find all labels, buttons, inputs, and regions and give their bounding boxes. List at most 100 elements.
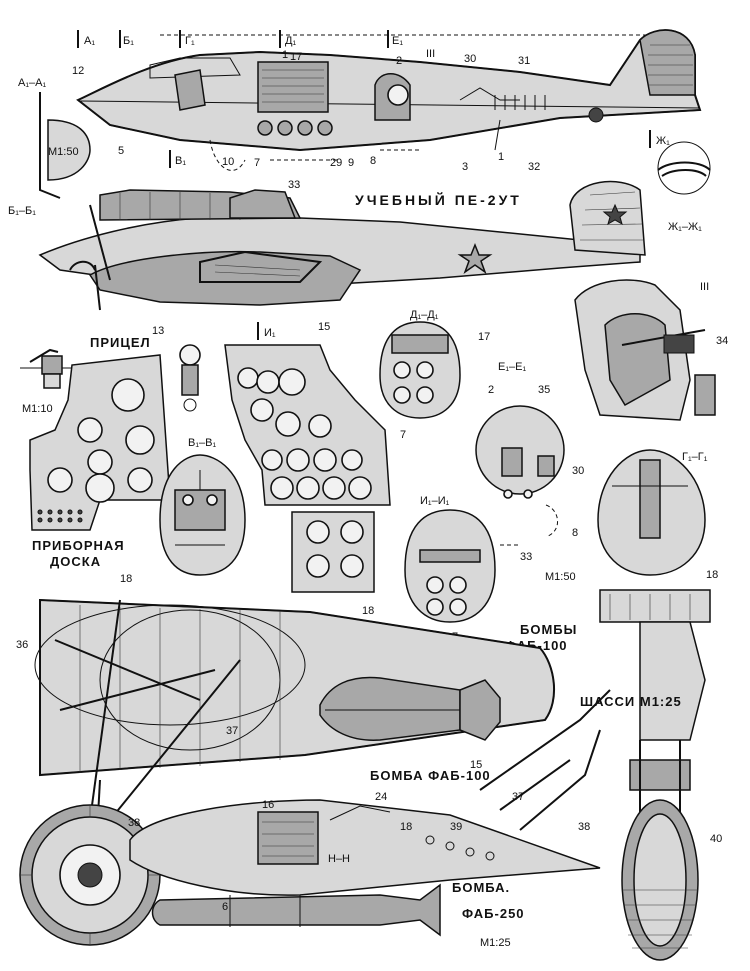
gauge-icon xyxy=(111,378,145,412)
cut-mark-g: Г₁ xyxy=(185,35,195,47)
callout-18a: 18 xyxy=(120,573,132,585)
bottom-scale: М1:25 xyxy=(480,937,511,949)
callout-24: 24 xyxy=(375,791,387,803)
callout-3: 3 xyxy=(462,161,468,173)
section-g1-detail: Г₁–Г₁ xyxy=(597,449,708,576)
section-i1-detail: И₁–И₁ 33 М1:50 7 xyxy=(404,495,576,643)
gauge-icon xyxy=(278,368,306,396)
panel-title-1: ПРИБОРНАЯ xyxy=(32,538,125,553)
callout-33: 33 xyxy=(288,179,300,191)
section-a1-title: А₁–А₁ xyxy=(18,77,47,89)
callout-15: 15 xyxy=(318,321,330,333)
callout-30: 30 xyxy=(464,53,476,65)
callout-30b: 30 xyxy=(572,465,584,477)
callout-1a: 1 xyxy=(282,49,288,61)
section-d1-detail: Д₁–Д₁ 17 7 xyxy=(379,309,490,441)
gauge-icon xyxy=(87,449,113,475)
section-roman-3: III xyxy=(700,281,709,293)
callout-7: 7 xyxy=(254,157,260,169)
gauge-icon xyxy=(322,476,346,500)
pricel-title: ПРИЦЕЛ xyxy=(90,335,151,350)
section-b1-title: Б₁–Б₁ xyxy=(8,205,36,217)
gauge-icon xyxy=(286,448,310,472)
nacelle-gear-detail xyxy=(34,598,556,821)
callout-36: 36 xyxy=(16,639,28,651)
gauge-icon xyxy=(306,520,330,544)
gauge-icon xyxy=(308,414,332,438)
callout-39: 39 xyxy=(450,821,462,833)
main-wheel xyxy=(19,779,161,946)
callout-13: 13 xyxy=(152,325,164,337)
gauge-icon xyxy=(341,449,363,471)
callouts-top-view: 1 12 17 2 30 31 III 5 10 7 29 9 8 3 1 32 xyxy=(72,48,540,173)
section-v1-detail: В₁–В₁ xyxy=(159,437,246,576)
side-view-pe2ut xyxy=(38,180,646,311)
callout-37: 37 xyxy=(226,725,238,737)
red-star-insignia-icon xyxy=(457,242,493,274)
section-a1-detail: А₁–А₁ М1:50 Б₁–Б₁ xyxy=(8,77,91,217)
bomby-title-1: БОМБЫ xyxy=(520,622,577,637)
gauge-icon xyxy=(127,467,153,493)
section-h-title: Н–Н xyxy=(328,853,350,865)
gauge-icon xyxy=(256,370,280,394)
callout-7b: 7 xyxy=(400,429,406,441)
callout-18d: 18 xyxy=(706,569,718,581)
callout-37b: 37 xyxy=(512,791,524,803)
section-i1-title: И₁–И₁ xyxy=(420,495,450,507)
cut-mark-e: Е₁ xyxy=(392,35,403,47)
section-roman-3-top: III xyxy=(426,48,435,60)
callout-5: 5 xyxy=(118,145,124,157)
section-g1-title: Г₁–Г₁ xyxy=(682,451,708,463)
gauge-icon xyxy=(47,467,73,493)
section-cut-marks-top xyxy=(77,30,651,168)
callout-31: 31 xyxy=(518,55,530,67)
section-scale-m150: М1:50 xyxy=(545,571,576,583)
callout-17: 17 xyxy=(290,51,302,63)
callout-29: 29 xyxy=(330,157,342,169)
section-d1-title: Д₁–Д₁ xyxy=(410,309,439,321)
gauge-icon xyxy=(250,398,274,422)
landing-gear-detail xyxy=(479,589,711,961)
section-v1-title: В₁–В₁ xyxy=(188,437,217,449)
gunsight-scale: М1:10 xyxy=(22,403,53,415)
instrument-panel-left: ПРИБОРНАЯ ДОСКА xyxy=(29,354,171,569)
callout-18b: 18 xyxy=(362,605,374,617)
cut-mark-zh: Ж₁ xyxy=(656,135,670,147)
cut-mark-v: В₁ xyxy=(175,155,186,167)
section-e1-detail: Е₁–Е₁ 2 35 30 8 xyxy=(475,361,584,539)
callout-2b: 2 xyxy=(488,384,494,396)
callout-18c: 18 xyxy=(400,821,412,833)
shassi-title: ШАССИ М1:25 xyxy=(580,694,682,709)
section-a1-scale: М1:50 xyxy=(48,146,79,158)
callout-12: 12 xyxy=(72,65,84,77)
callout-2: 2 xyxy=(396,55,402,67)
cut-mark-i: И₁ xyxy=(264,327,276,339)
callout-40: 40 xyxy=(710,833,722,845)
turret-detail-3: III 34 xyxy=(574,279,728,421)
section-zh1-title: Ж₁–Ж₁ xyxy=(668,221,702,233)
instrument-panel-right xyxy=(224,344,391,593)
callout-8b: 8 xyxy=(572,527,578,539)
callout-32: 32 xyxy=(528,161,540,173)
cut-mark-d: Д₁ xyxy=(285,35,296,47)
section-zh1-detail: Ж₁–Ж₁ xyxy=(657,141,711,233)
callout-8: 8 xyxy=(370,155,376,167)
cut-mark-a: А₁ xyxy=(84,35,95,47)
callout-33b: 33 xyxy=(520,551,532,563)
callout-9: 9 xyxy=(348,157,354,169)
section-e1-title: Е₁–Е₁ xyxy=(498,361,527,373)
gauge-icon xyxy=(85,473,115,503)
gauge-icon xyxy=(313,448,337,472)
callout-16: 16 xyxy=(262,799,274,811)
gauge-icon xyxy=(270,476,294,500)
callout-38b: 38 xyxy=(578,821,590,833)
callout-10: 10 xyxy=(222,156,234,168)
callout-1b: 1 xyxy=(498,151,504,163)
gauge-icon xyxy=(340,554,364,578)
panel-title-2: ДОСКА xyxy=(50,554,101,569)
cut-mark-b: Б₁ xyxy=(123,35,134,47)
gunsight-detail: ПРИЦЕЛ М1:10 xyxy=(20,335,201,415)
gauge-icon xyxy=(306,554,330,578)
gauge-icon xyxy=(125,425,155,455)
uchebny-title: УЧЕБНЫЙ ПЕ-2УТ xyxy=(355,191,522,208)
